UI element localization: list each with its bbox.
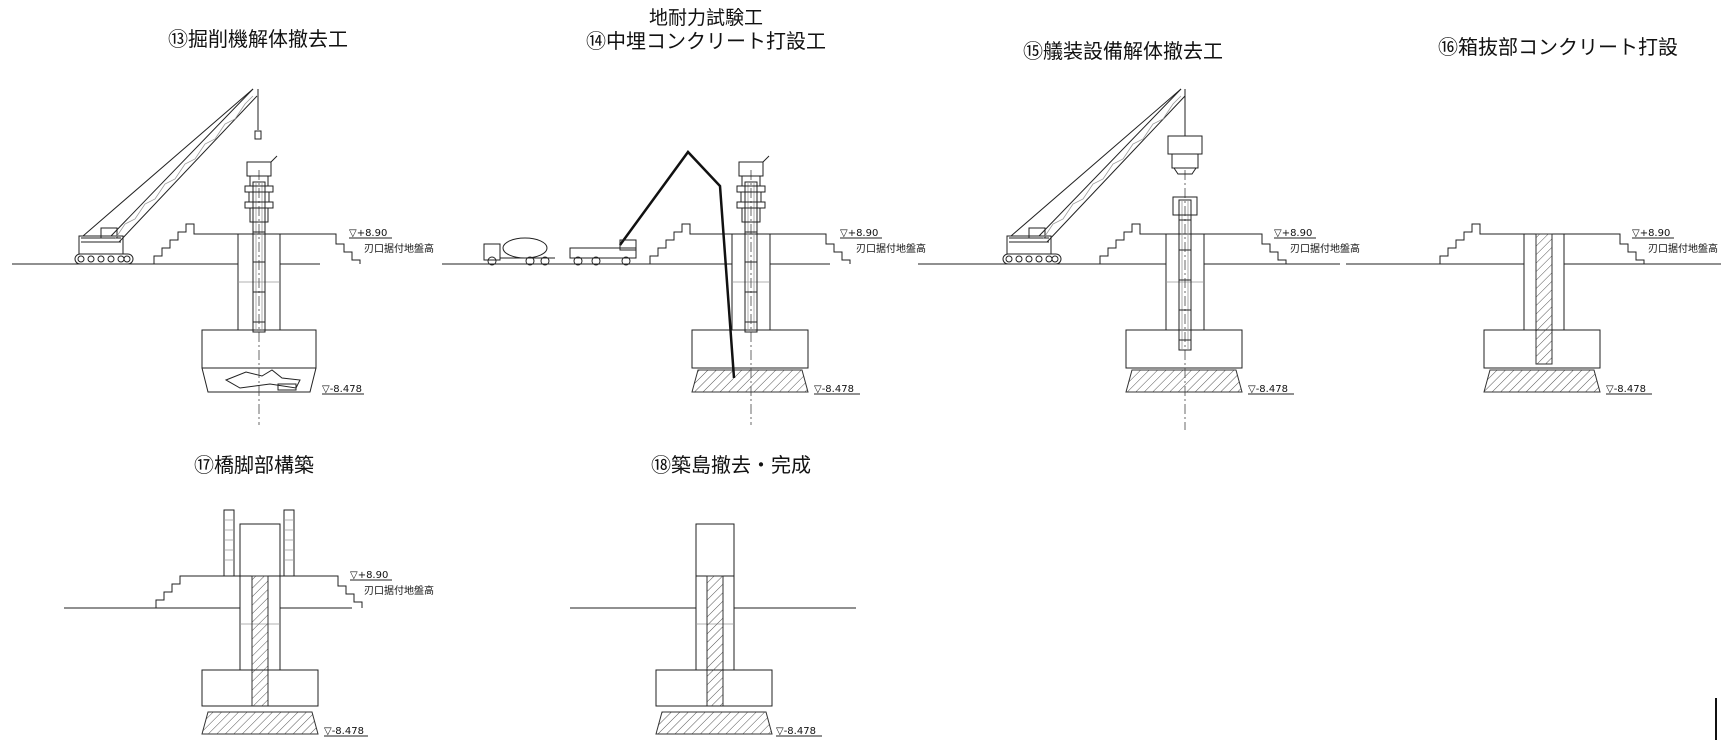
level-bottom: ▽-8.478 [814,384,854,395]
level-label: 刃口据付地盤高 [364,242,434,255]
level-bottom: ▽-8.478 [324,726,364,737]
level-top: ▽+8.90 [350,570,388,581]
panel-title: ⑯箱抜部コンクリート打設 [1438,35,1678,59]
level-top: ▽+8.90 [1632,228,1670,239]
level-label: 刃口据付地盤高 [1648,242,1718,255]
panel-17: ⑰橋脚部構築 ▽+8.90 刃口据付地盤高 ▽-8.478 [64,453,434,737]
level-top: ▽+8.90 [1274,228,1312,239]
panel-15: ⑮艤装設備解体撤去工 ▽+8.90 刃口据付地盤高 ▽-8.478 [918,39,1360,430]
mixer-truck [483,237,555,266]
panel-title: ⑮艤装設備解体撤去工 [1023,39,1223,63]
panel-title: ⑱築島撤去・完成 [651,453,811,477]
panel-title-line1: 地耐力試験工 [649,7,763,29]
level-top: ▽+8.90 [840,228,878,239]
level-label: 刃口据付地盤高 [1290,242,1360,255]
panel-13: ⑬掘削機解体撤去工 ▽+8.90 刃口据付地盤高 ▽-8.478 [12,27,434,425]
level-bottom: ▽-8.478 [1606,384,1646,395]
level-label: 刃口据付地盤高 [364,584,434,597]
level-label: 刃口据付地盤高 [856,242,926,255]
panel-14: 地耐力試験工 ⑭中埋コンクリート打設工 ▽+8.90 刃口据付地盤高 [442,7,926,425]
pump-truck [569,239,637,266]
level-top: ▽+8.90 [349,228,387,239]
level-bottom: ▽-8.478 [776,726,816,737]
panel-16: ⑯箱抜部コンクリート打設 ▽+8.90 刃口据付地盤高 ▽-8.478 [1346,35,1721,395]
panel-title: ⑰橋脚部構築 [194,453,314,477]
panel-title: ⑬掘削機解体撤去工 [168,27,348,51]
panel-18: ⑱築島撤去・完成 ▽-8.478 [570,453,856,737]
level-bottom: ▽-8.478 [322,384,362,395]
panel-title: ⑭中埋コンクリート打設工 [586,29,826,53]
level-bottom: ▽-8.478 [1248,384,1288,395]
